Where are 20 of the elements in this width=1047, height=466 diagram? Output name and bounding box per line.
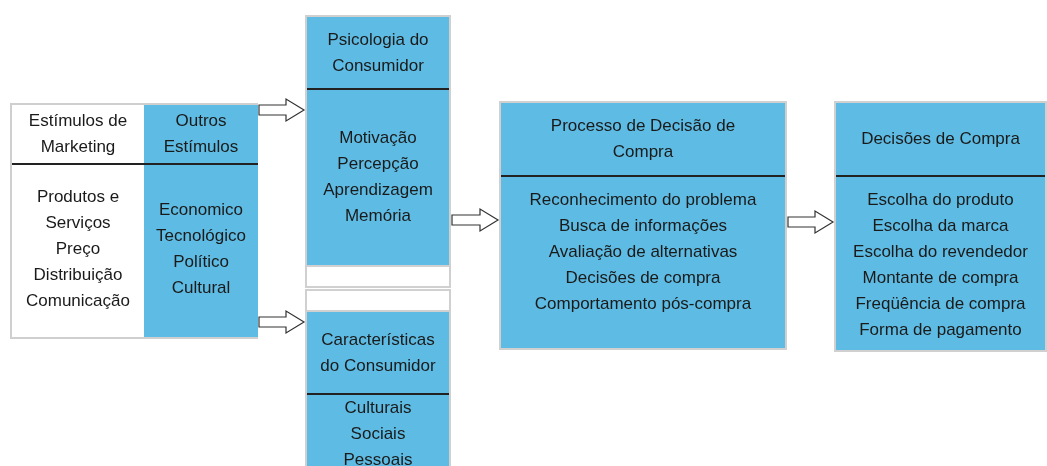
process-box — [305, 15, 451, 265]
item-list: Reconhecimento do problema Busca de informações Avaliação de alternativas Decisões de compra Comportamento pós-compra — [501, 177, 785, 327]
table-column — [144, 105, 258, 337]
stimuli-table — [10, 103, 258, 339]
process-box — [834, 101, 1047, 352]
block-arrow — [258, 97, 306, 123]
block-arrow — [258, 309, 306, 335]
block-arrow — [451, 207, 500, 233]
item-list: Economico Tecnológico Político Cultural — [144, 165, 258, 333]
box-heading: Processo de Decisão de Compra — [501, 103, 785, 177]
process-box — [305, 312, 451, 466]
block-arrow — [787, 209, 835, 235]
item-list: Produtos e Serviços Preço Distribuição Comunicação — [12, 165, 144, 333]
box-heading: Psicologia do Consumidor — [307, 17, 449, 90]
item-list: Escolha do produto Escolha da marca Escolha do revendedor Montante de compra Freqüência de compra Forma de pagamento — [836, 177, 1045, 352]
box-heading: Decisões de Compra — [836, 103, 1045, 177]
box-heading: Outros Estímulos — [144, 105, 258, 165]
process-box — [499, 101, 787, 350]
item-list: Culturais Sociais Pessoais — [307, 395, 449, 466]
item-list: Motivação Percepção Aprendizagem Memória — [307, 90, 449, 263]
